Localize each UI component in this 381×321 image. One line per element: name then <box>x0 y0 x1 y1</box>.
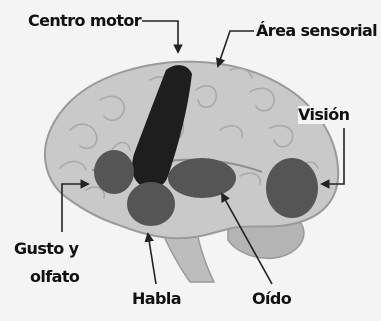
taste-smell-area <box>94 150 134 194</box>
label-vision: Visión <box>298 105 350 124</box>
label-sensory-area: Área sensorial <box>256 21 378 40</box>
arrow-vision <box>320 128 345 189</box>
arrow-hearing <box>221 192 273 285</box>
speech-area <box>127 182 175 226</box>
brain-stem <box>158 227 216 283</box>
motor-area <box>132 65 192 189</box>
arrow-taste <box>61 179 90 232</box>
arrow-speech <box>144 232 157 285</box>
hearing-area <box>168 158 236 198</box>
label-taste-line2: olfato <box>30 267 80 286</box>
brain-outline <box>44 60 340 240</box>
label-hearing: Oído <box>252 289 292 308</box>
label-speech: Habla <box>132 289 182 308</box>
arrow-motor <box>142 20 183 54</box>
arrow-sensory <box>215 30 254 68</box>
brain-folds <box>59 67 319 199</box>
vision-area <box>266 158 318 218</box>
label-taste-line1: Gusto y <box>14 239 79 258</box>
label-motor-center: Centro motor <box>28 11 142 30</box>
